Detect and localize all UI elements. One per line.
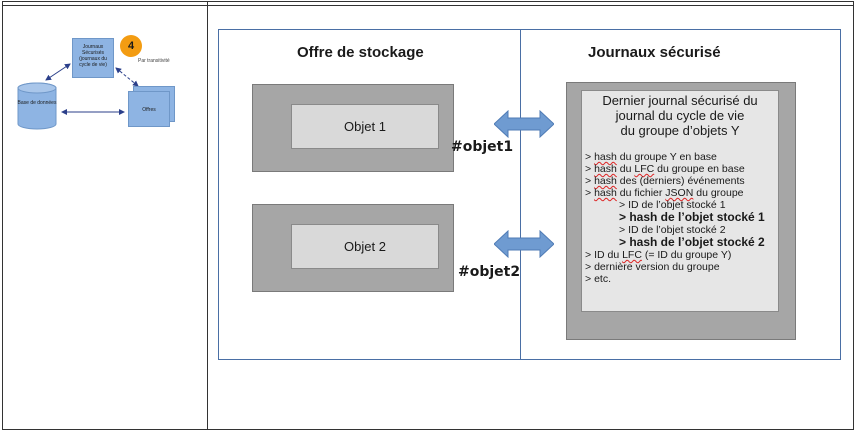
double-arrow-icon [494, 110, 554, 138]
journal-content-list: > hash du groupe Y en base> hash du LFC … [585, 151, 779, 285]
table-row-divider [2, 5, 854, 6]
journaux-heading: Journaux sécurisé [588, 44, 721, 61]
journal-title-line: du groupe d’objets Y [620, 123, 740, 138]
object-hash-2: #objet2 [458, 264, 521, 280]
journal-list-item: > ID de l’objet stocké 2 [619, 224, 726, 236]
journal-box [581, 90, 779, 312]
thumbnail-diagram: Journaux Sécurisés (journaux du cycle de… [10, 28, 200, 138]
thumbnail-journaux-box: Journaux Sécurisés (journaux du cycle de… [72, 38, 114, 78]
object-label-2: Objet 2 [344, 239, 386, 254]
journal-title: Dernier journal sécurisé du journal du c… [581, 93, 779, 138]
double-arrow-icon [494, 230, 554, 258]
journal-list-item: > hash de l’objet stocké 1 [619, 210, 765, 224]
object-box-2: Objet 2 [291, 224, 439, 269]
diagram-panel-divider [520, 29, 521, 360]
thumbnail-note: Par transitivité [138, 58, 170, 64]
journal-list-item: > hash du groupe Y en base [585, 151, 717, 163]
journal-list-item: > hash des (derniers) événements [585, 175, 745, 187]
table-column-divider [207, 1, 208, 430]
step-badge: 4 [120, 35, 142, 57]
journal-title-line: journal du cycle de vie [615, 108, 745, 123]
thumbnail-base-label: Base de données [17, 100, 57, 106]
journal-list-item: > hash du LFC du groupe en base [585, 163, 745, 175]
object-box-1: Objet 1 [291, 104, 439, 149]
journal-list-item: > ID du LFC (= ID du groupe Y) [585, 249, 732, 261]
object-label-1: Objet 1 [344, 119, 386, 134]
offre-heading: Offre de stockage [297, 44, 424, 61]
journal-list-item: > ID de l’objet stocké 1 [619, 199, 726, 211]
journal-list-item: > hash de l’objet stocké 2 [619, 235, 765, 249]
journal-list-item: > etc. [585, 273, 611, 285]
thumbnail-offres-label: Offres [142, 107, 156, 113]
journal-title-line: Dernier journal sécurisé du [602, 93, 758, 108]
thumbnail-journaux-label: Journaux Sécurisés (journaux du cycle de… [79, 44, 107, 68]
thumbnail-arrows [45, 63, 139, 115]
thumbnail-offres-box: Offres [128, 91, 170, 127]
object-hash-1: #objet1 [451, 139, 514, 155]
journal-list-item: > hash du fichier JSON du groupe [585, 187, 744, 199]
database-icon [17, 82, 57, 130]
journal-list-item: > dernière version du groupe [585, 261, 720, 273]
